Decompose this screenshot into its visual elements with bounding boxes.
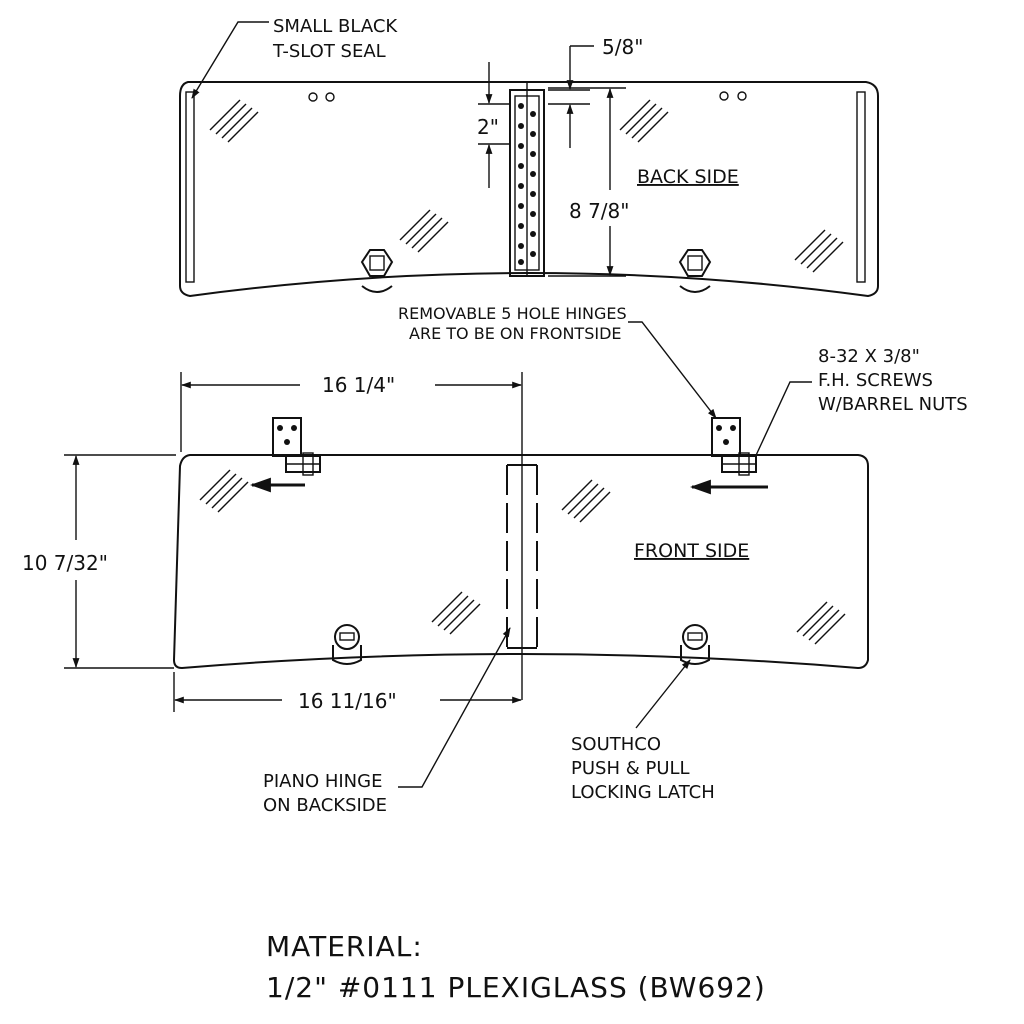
tslot-leader (191, 21, 269, 99)
hinges-leader (628, 321, 717, 419)
material-spec: 1/2" #0111 PLEXIGLASS (BW692) (266, 971, 766, 1004)
hole (719, 91, 729, 101)
screws-note-2: F.H. SCREWS (818, 370, 933, 391)
dimension-16-1-4in (180, 372, 523, 700)
latch-back-left (360, 249, 394, 293)
screws-note-1: 8-32 X 3/8" (818, 346, 920, 367)
piano-hinge-back (509, 89, 545, 277)
piano-note-2: ON BACKSIDE (263, 795, 387, 816)
latch-back-right (678, 249, 712, 293)
southco-note-1: SOUTHCO (571, 734, 661, 755)
dimension-2in (478, 62, 510, 188)
back-panel-outline (179, 81, 879, 298)
hinges-note-1: REMOVABLE 5 HOLE HINGES (398, 304, 627, 323)
tslot-label-1: SMALL BLACK (273, 16, 398, 37)
tslot-seal-left (185, 91, 195, 283)
screws-leader (751, 381, 812, 465)
front-side-label: FRONT SIDE (634, 540, 749, 562)
hole (325, 92, 335, 102)
screws-note-3: W/BARREL NUTS (818, 394, 968, 415)
dimension-16-11-16in (173, 672, 522, 712)
dimension-10-7-32in (64, 454, 176, 669)
back-side-label: BACK SIDE (637, 166, 739, 188)
southco-note-2: PUSH & PULL (571, 758, 690, 779)
tslot-seal-right (856, 91, 866, 283)
hinges-note-2: ARE TO BE ON FRONTSIDE (409, 324, 622, 343)
removable-hinge-left (272, 417, 321, 476)
dim-2-label: 2" (477, 115, 499, 139)
piano-note-1: PIANO HINGE (263, 771, 382, 792)
piano-hinge-leader (398, 627, 511, 788)
dim-10-7-32-label: 10 7/32" (22, 551, 108, 575)
hole (737, 91, 747, 101)
removable-hinge-right (711, 417, 757, 476)
dim-5-8-label: 5/8" (602, 35, 643, 59)
front-panel-outline (172, 454, 869, 670)
dimension-5-8in (548, 45, 594, 148)
hole (308, 92, 318, 102)
dimension-8-7-8in (548, 87, 626, 277)
dim-8-7-8-label: 8 7/8" (569, 199, 629, 223)
dim-16-11-16-label: 16 11/16" (298, 689, 397, 713)
front-side-view: 16 1/4" 10 7/32" FRONT SIDE 16 11/16" (22, 372, 869, 713)
latch-front-right (680, 624, 710, 665)
back-side-view: SMALL BLACK T-SLOT SEAL 5/8" 2" 8 7/8" B… (179, 16, 879, 298)
tslot-label-2: T-SLOT SEAL (272, 41, 386, 62)
dim-16-1-4-label: 16 1/4" (322, 373, 395, 397)
southco-leader (635, 659, 691, 729)
latch-front-left (332, 624, 362, 665)
material-label: MATERIAL: (266, 930, 423, 963)
southco-note-3: LOCKING LATCH (571, 782, 715, 803)
